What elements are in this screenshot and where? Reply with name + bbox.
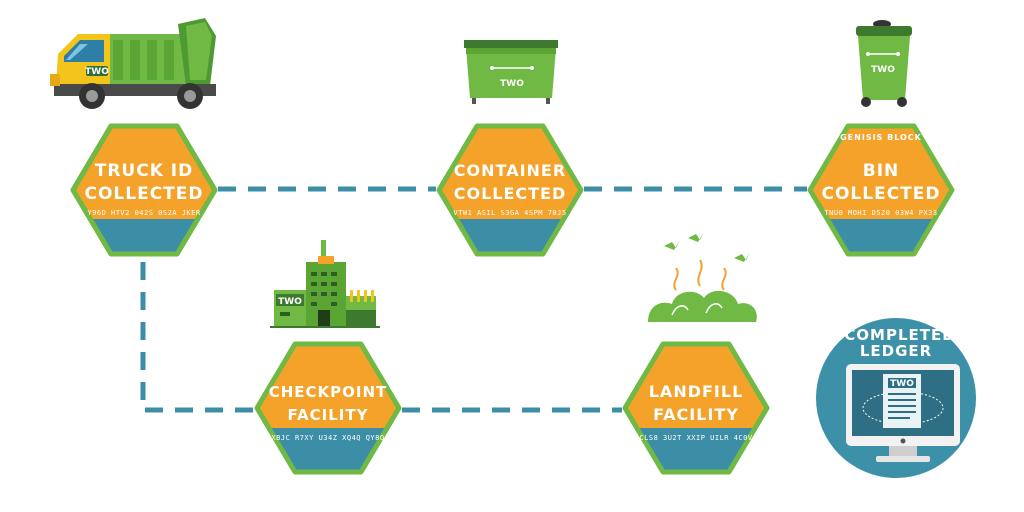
connector-truck-checkpoint	[140, 262, 254, 413]
bin-brand-label: TWO	[871, 65, 895, 75]
factory-brand-label: TWO	[278, 297, 302, 307]
truck-brand-label: TWO	[85, 67, 109, 77]
factory-icon: TWO	[270, 240, 380, 328]
bin-node-title-line2: COLLECTED	[821, 184, 940, 204]
checkpoint-node-title-line2: FACILITY	[288, 406, 369, 424]
truck-node-title-line1: TRUCK ID	[95, 161, 194, 181]
container-node-hash: VTW1 ASIL S3GA 4SPM 70J5	[453, 209, 566, 217]
connectors	[140, 186, 807, 413]
node-truck: TRUCK ID COLLECTED Y96D HTV2 042S 0S2A J…	[70, 123, 218, 257]
bin-node-title-line1: BIN	[863, 161, 900, 181]
ledger-title-line1: COMPLETED	[844, 326, 955, 344]
node-bin: GENISIS BLOCK BIN COLLECTED TNU0 MOHI D5…	[807, 123, 955, 257]
garbage-truck-icon: TWO	[50, 18, 216, 109]
landfill-icon	[648, 232, 757, 322]
genesis-block-label: GENISIS BLOCK	[840, 133, 922, 142]
dumpster-icon: TWO	[464, 40, 558, 104]
completed-ledger: COMPLETED LEDGER TWO	[816, 318, 976, 478]
checkpoint-node-hash: XBJC R7XY U34Z XQ4Q QY8Q	[271, 434, 384, 442]
dumpster-brand-label: TWO	[500, 79, 524, 89]
landfill-node-title-line1: LANDFILL	[649, 382, 744, 401]
ledger-brand-label: TWO	[890, 379, 914, 389]
container-node-title-line1: CONTAINER	[454, 161, 566, 180]
truck-node-title-line2: COLLECTED	[84, 184, 203, 204]
ledger-title-line2: LEDGER	[860, 342, 932, 360]
truck-node-hash: Y96D HTV2 042S 0S2A JKER	[87, 209, 200, 217]
container-node-title-line2: COLLECTED	[454, 184, 567, 203]
monitor-icon: TWO	[846, 364, 960, 462]
landfill-node-hash: CLS8 3U2T XXIP UILR 4C0V	[639, 434, 752, 442]
bin-node-hash: TNU0 MOHI D520 03W4 PX33	[824, 209, 937, 217]
node-checkpoint: CHECKPOINT FACILITY XBJC R7XY U34Z XQ4Q …	[254, 341, 402, 475]
node-landfill: LANDFILL FACILITY CLS8 3U2T XXIP UILR 4C…	[622, 341, 770, 475]
wheelie-bin-icon: TWO	[856, 20, 912, 107]
landfill-node-title-line2: FACILITY	[653, 405, 739, 424]
checkpoint-node-title-line1: CHECKPOINT	[269, 383, 388, 401]
node-container: CONTAINER COLLECTED VTW1 ASIL S3GA 4SPM …	[436, 123, 584, 257]
